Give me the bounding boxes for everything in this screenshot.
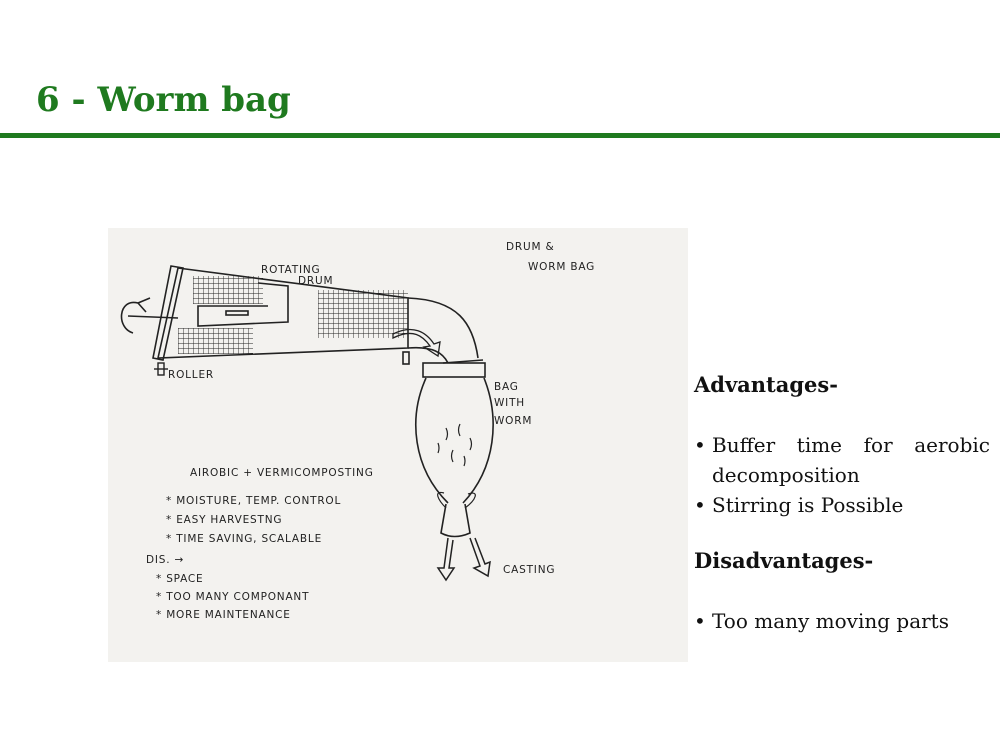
disadvantage-item: Too many moving parts xyxy=(694,606,990,636)
label-roller: ROLLER xyxy=(168,369,214,381)
worm-bag xyxy=(415,362,494,538)
notes-heading: AIROBIC + VERMICOMPOSTING xyxy=(190,467,374,479)
disadvantages-heading: Disadvantages- xyxy=(694,548,874,573)
rollers xyxy=(154,362,168,376)
title-rule xyxy=(0,133,1000,138)
label-drum-and-bag-1: DRUM & xyxy=(506,241,554,253)
notes-pro-2: * EASY HARVESTNG xyxy=(166,514,282,526)
label-casting: CASTING xyxy=(503,564,555,576)
label-bag-2: WITH xyxy=(494,397,525,409)
label-drum-and-bag-2: WORM BAG xyxy=(528,261,595,273)
slide-title: 6 - Worm bag xyxy=(36,80,291,120)
sketch-image: DRUM & WORM BAG ROTATING DRUM ROLLER BAG… xyxy=(108,228,688,662)
advantages-list: Buffer time for aerobic decomposition St… xyxy=(694,430,990,520)
notes-dis-label: DIS. → xyxy=(146,554,184,566)
label-rotating-1: ROTATING xyxy=(261,264,320,276)
notes-pro-3: * TIME SAVING, SCALABLE xyxy=(166,533,322,545)
advantage-item: Buffer time for aerobic decomposition xyxy=(694,430,990,490)
label-rotating-2: DRUM xyxy=(298,275,333,287)
pros-cons-panel: Advantages- Buffer time for aerobic deco… xyxy=(694,370,990,636)
notes-con-3: * MORE MAINTENANCE xyxy=(156,609,291,621)
rotating-drum xyxy=(120,265,409,361)
notes-con-2: * TOO MANY COMPONANT xyxy=(156,591,309,603)
casting-arrows xyxy=(436,537,491,582)
label-bag-3: WORM xyxy=(494,415,532,427)
label-bag-1: BAG xyxy=(494,381,519,393)
disadvantages-list: Too many moving parts xyxy=(694,606,990,636)
advantage-item: Stirring is Possible xyxy=(694,490,990,520)
advantages-heading: Advantages- xyxy=(694,372,838,397)
notes-con-1: * SPACE xyxy=(156,573,204,585)
notes-pro-1: * MOISTURE, TEMP. CONTROL xyxy=(166,495,341,507)
